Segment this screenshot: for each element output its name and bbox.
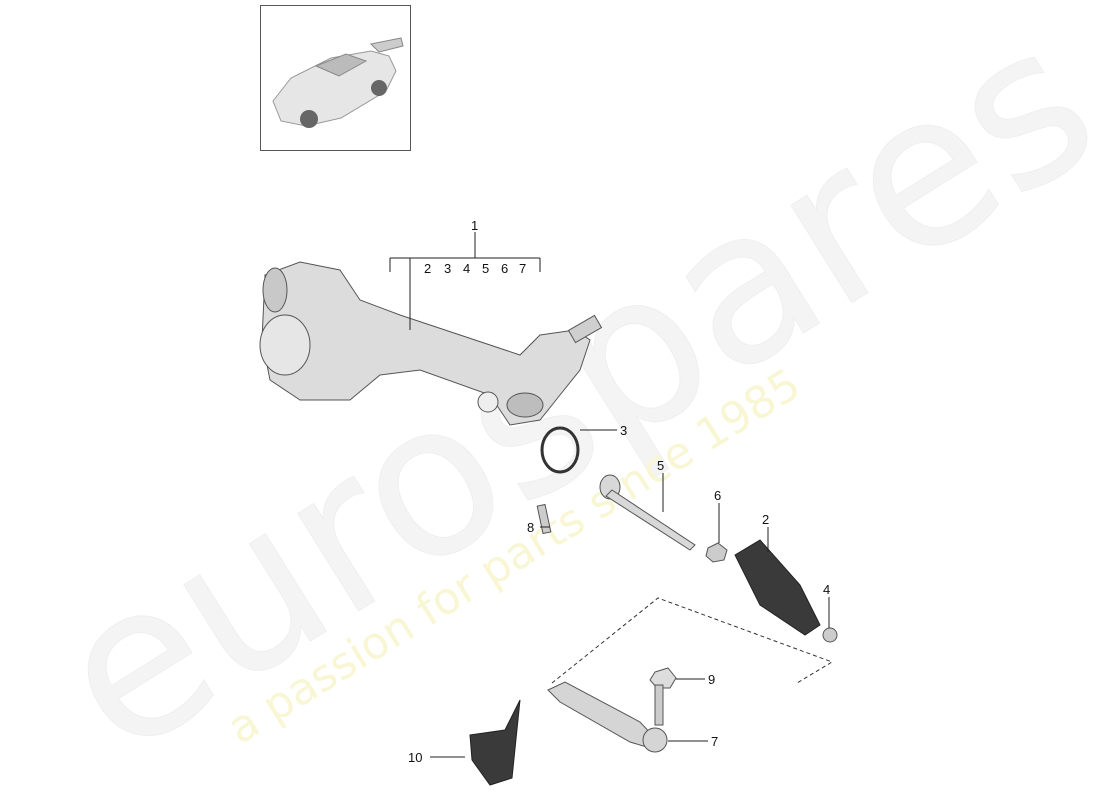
- callout-5[interactable]: 5: [657, 458, 664, 473]
- tie-rod-end-part[interactable]: [547, 681, 668, 753]
- callout-8[interactable]: 8: [527, 520, 534, 535]
- heat-shield-part[interactable]: [469, 699, 521, 786]
- included-part-number: 7: [519, 261, 526, 276]
- callout-7[interactable]: 7: [711, 734, 718, 749]
- included-part-number: 4: [463, 261, 470, 276]
- steering-rack-part[interactable]: [259, 261, 603, 426]
- o-ring-part[interactable]: [540, 426, 580, 474]
- vehicle-thumbnail: [260, 5, 411, 151]
- callout-1[interactable]: 1: [471, 218, 478, 233]
- inner-tie-rod-part[interactable]: [599, 474, 696, 551]
- included-part-number: 2: [424, 261, 431, 276]
- callout-9[interactable]: 9: [708, 672, 715, 687]
- included-part-number: 3: [444, 261, 451, 276]
- leader-lines: [430, 429, 830, 758]
- included-part-number: 5: [482, 261, 489, 276]
- callout-4[interactable]: 4: [823, 582, 830, 597]
- callout-10[interactable]: 10: [408, 750, 422, 765]
- nut-part[interactable]: [705, 542, 728, 563]
- included-part-number: 6: [501, 261, 508, 276]
- watermark-brand: eurospares: [17, 0, 1100, 800]
- callout-6[interactable]: 6: [714, 488, 721, 503]
- car-icon: [272, 37, 404, 128]
- self-locking-nut-part[interactable]: [649, 667, 677, 689]
- callout-2[interactable]: 2: [762, 512, 769, 527]
- bellows-boot-part[interactable]: [734, 539, 821, 636]
- callout-3[interactable]: 3: [620, 423, 627, 438]
- clamp-part[interactable]: [822, 627, 838, 643]
- watermark: eurospares a passion for parts since 198…: [16, 0, 1100, 800]
- bolt-part[interactable]: [536, 503, 552, 535]
- assembly-includes-list: 2 3 4 5 6 7: [424, 261, 526, 276]
- assembly-bracket: [389, 232, 541, 330]
